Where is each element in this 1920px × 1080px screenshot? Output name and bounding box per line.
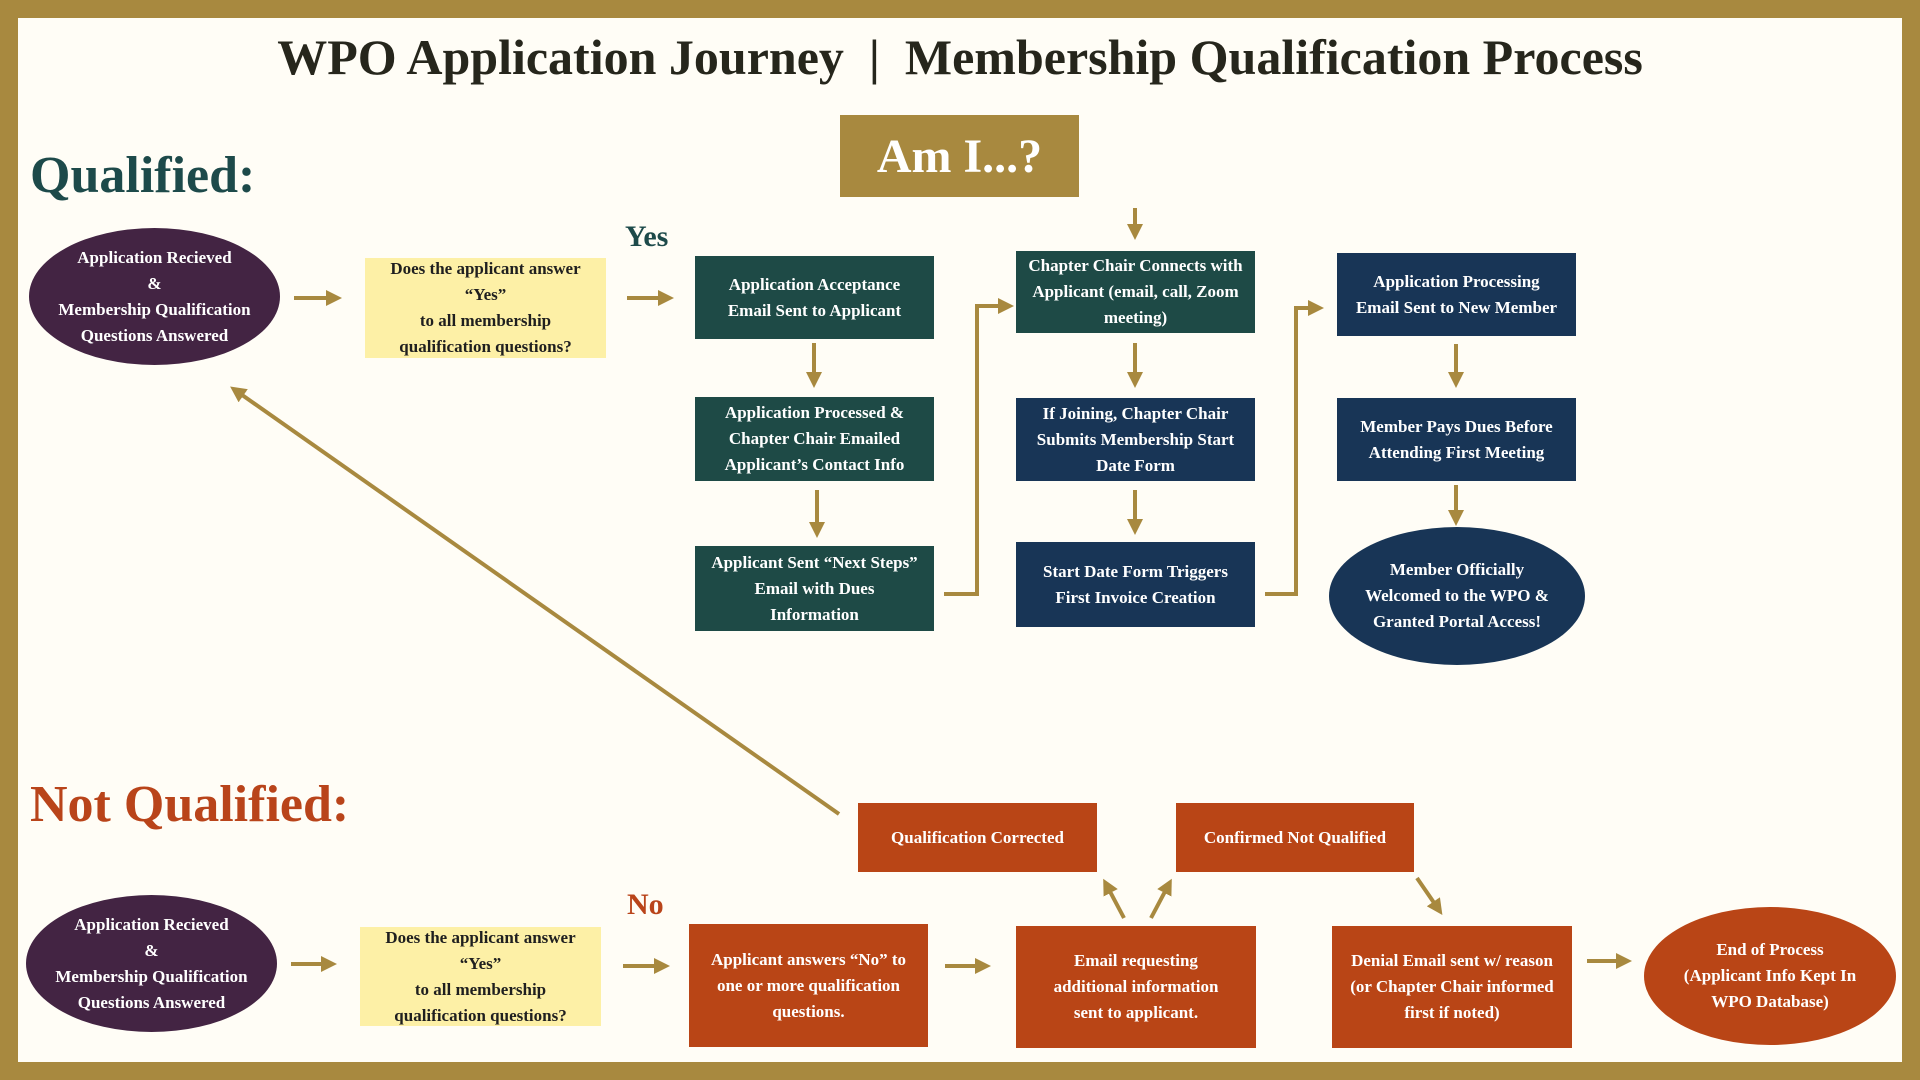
denial-email-step: Denial Email sent w/ reason (or Chapter …	[1332, 926, 1572, 1048]
next-steps-email-step: Applicant Sent “Next Steps” Email with D…	[695, 546, 934, 631]
email-requesting-info-step: Email requesting additional information …	[1016, 926, 1256, 1048]
application-processed-step: Application Processed & Chapter Chair Em…	[695, 397, 934, 481]
qualification-question-box-nq: Does the applicant answer “Yes” to all m…	[360, 927, 601, 1026]
page-title: WPO Application Journey | Membership Qua…	[277, 29, 1643, 85]
processing-email-step: Application Processing Email Sent to New…	[1337, 253, 1576, 336]
confirmed-not-qualified-step: Confirmed Not Qualified	[1176, 803, 1414, 872]
application-received-oval: Application Recieved & Membership Qualif…	[29, 228, 280, 365]
acceptance-email-step: Application Acceptance Email Sent to App…	[695, 256, 934, 339]
yes-label: Yes	[625, 220, 669, 253]
first-invoice-step: Start Date Form Triggers First Invoice C…	[1016, 542, 1255, 627]
application-received-oval-nq: Application Recieved & Membership Qualif…	[26, 895, 277, 1032]
not-qualified-heading: Not Qualified:	[30, 776, 350, 833]
qualification-corrected-step: Qualification Corrected	[858, 803, 1097, 872]
start-date-form-step: If Joining, Chapter Chair Submits Member…	[1016, 398, 1255, 481]
member-pays-dues-step: Member Pays Dues Before Attending First …	[1337, 398, 1576, 481]
am-i-label: Am I...?	[840, 115, 1079, 197]
qualified-heading: Qualified:	[30, 147, 256, 204]
end-of-process-oval: End of Process (Applicant Info Kept In W…	[1644, 907, 1896, 1045]
member-welcomed-oval: Member Officially Welcomed to the WPO & …	[1329, 527, 1585, 665]
no-label: No	[627, 888, 664, 921]
chapter-chair-connects-step: Chapter Chair Connects with Applicant (e…	[1016, 251, 1255, 333]
answers-no-step: Applicant answers “No” to one or more qu…	[689, 924, 928, 1047]
qualification-question-box: Does the applicant answer “Yes” to all m…	[365, 258, 606, 358]
